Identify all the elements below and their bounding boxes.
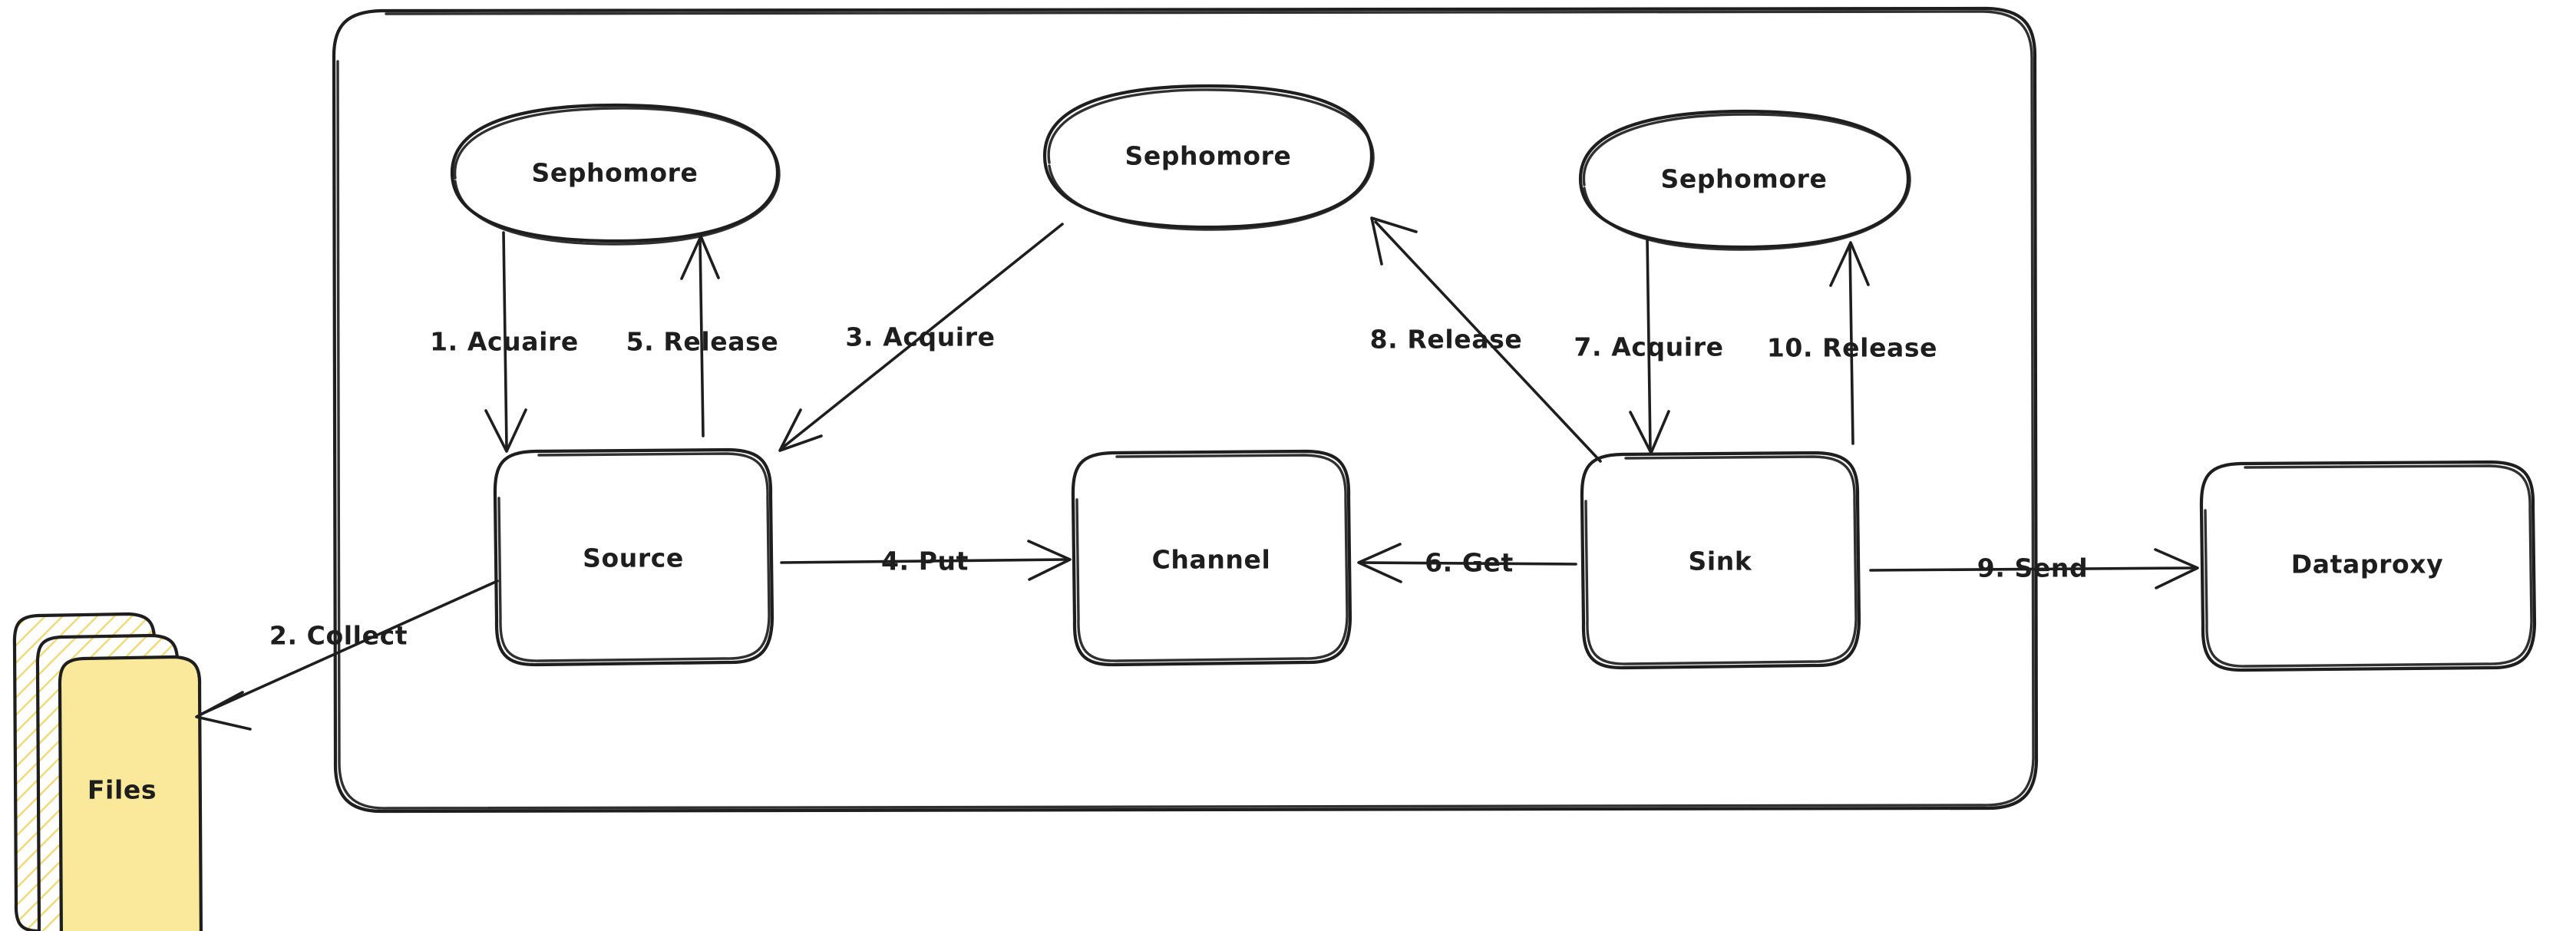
node-channel-label: Channel <box>1152 545 1271 575</box>
node-source[interactable]: Source <box>493 447 774 667</box>
edge-8-release-label: 8. Release <box>1370 325 1523 355</box>
edge-6-get[interactable]: 6. Get <box>1357 543 1577 583</box>
semaphore-middle-label: Sephomore <box>1125 141 1291 171</box>
edge-2-collect-label: 2. Collect <box>269 621 408 651</box>
edge-3-acquire-label: 3. Acquire <box>845 322 995 352</box>
edge-5-release[interactable]: 5. Release <box>626 235 779 437</box>
edge-7-acquire-label: 7. Acquire <box>1574 332 1723 362</box>
node-channel[interactable]: Channel <box>1071 449 1352 667</box>
edge-4-put-label: 4. Put <box>881 546 969 576</box>
semaphore-right[interactable]: Sephomore <box>1578 109 1911 251</box>
node-source-label: Source <box>583 543 684 573</box>
edge-10-release[interactable]: 10. Release <box>1767 241 1937 445</box>
edge-10-release-label: 10. Release <box>1767 333 1937 363</box>
node-sink-label: Sink <box>1689 546 1752 576</box>
edge-2-collect[interactable]: 2. Collect <box>195 579 499 731</box>
edge-3-acquire[interactable]: 3. Acquire <box>778 223 1064 452</box>
node-sink[interactable]: Sink <box>1580 451 1861 670</box>
node-dataproxy[interactable]: Dataproxy <box>2199 460 2537 672</box>
edge-7-acquire[interactable]: 7. Acquire <box>1574 236 1723 454</box>
edge-9-send-label: 9. Send <box>1977 553 2088 583</box>
agent-boundary-container <box>332 6 2039 814</box>
semaphore-left[interactable]: Sephomore <box>450 103 781 246</box>
node-files-label: Files <box>88 775 157 805</box>
edge-9-send[interactable]: 9. Send <box>1869 548 2199 589</box>
semaphore-middle[interactable]: Sephomore <box>1042 84 1375 231</box>
node-files[interactable]: Files <box>12 612 203 931</box>
node-dataproxy-label: Dataproxy <box>2291 550 2443 579</box>
edge-1-acquire-label: 1. Acuaire <box>430 327 579 357</box>
edge-8-release[interactable]: 8. Release <box>1370 216 1602 463</box>
edge-1-acquire[interactable]: 1. Acuaire <box>430 231 579 453</box>
edge-6-get-label: 6. Get <box>1425 548 1514 578</box>
edge-4-put[interactable]: 4. Put <box>780 540 1072 581</box>
semaphore-left-label: Sephomore <box>531 158 698 188</box>
edge-5-release-label: 5. Release <box>626 327 779 357</box>
semaphore-right-label: Sephomore <box>1660 164 1827 194</box>
